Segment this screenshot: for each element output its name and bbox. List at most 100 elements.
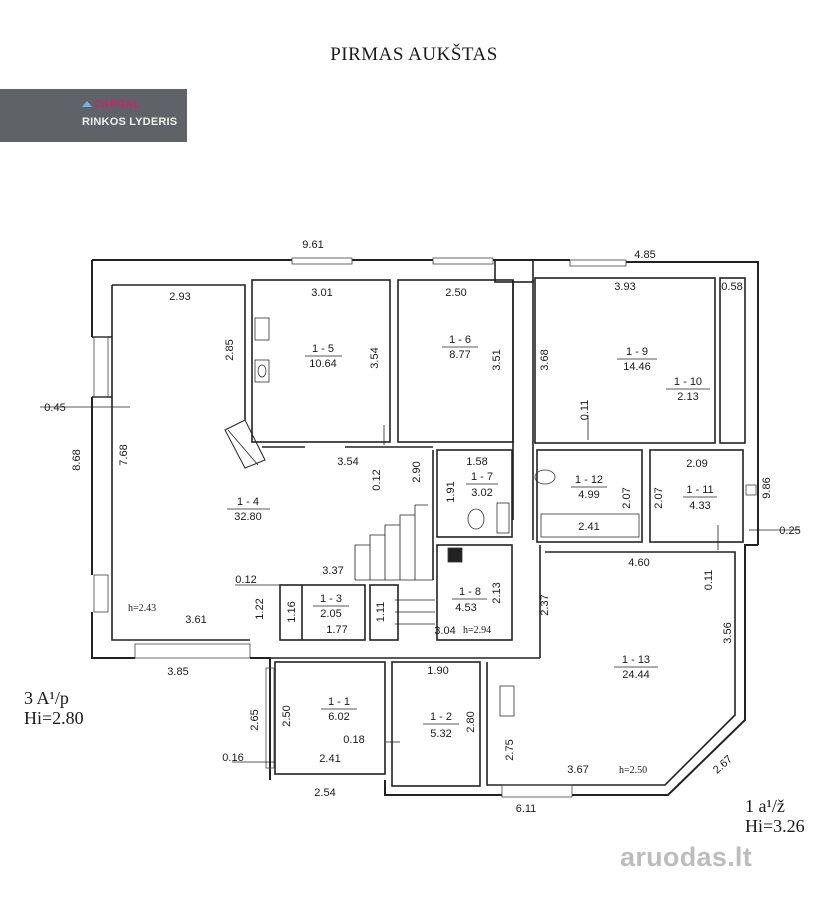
agency-logo: CAPITAL RINKOS LYDERIS — [0, 89, 187, 142]
dim-2-85: 2.85 — [224, 339, 236, 360]
room-1-5-area: 10.64 — [309, 358, 337, 370]
room-1-3-area: 2.05 — [320, 608, 341, 620]
room-1-11-id: 1 - 11 — [686, 484, 713, 496]
room-1-8-area: 4.53 — [455, 602, 476, 614]
dim-3-56: 3.56 — [722, 622, 734, 643]
staircase — [354, 504, 435, 625]
logo-brand: CAPITAL — [82, 99, 140, 110]
site-watermark: aruodas.lt — [620, 842, 753, 872]
dim-3-37: 3.37 — [322, 565, 343, 577]
dim-9-61: 9.61 — [302, 239, 323, 251]
room-1-3-id: 1 - 3 — [320, 593, 342, 605]
room-1-8-id: 1 - 8 — [459, 586, 481, 598]
dim-1-58: 1.58 — [466, 456, 487, 468]
room-1-9-area: 14.46 — [623, 361, 651, 373]
dim-2-07-b: 2.07 — [653, 487, 665, 508]
room-1-9-id: 1 - 9 — [626, 346, 648, 358]
room-1-11-area: 4.33 — [689, 500, 710, 512]
dim-3-04: 3.04 — [434, 625, 455, 637]
dim-3-85: 3.85 — [167, 666, 188, 678]
dim-4-60: 4.60 — [628, 557, 649, 569]
dim-3-51: 3.51 — [491, 349, 503, 370]
dim-3-54-v: 3.54 — [369, 347, 381, 368]
ceiling-height-left: Hi=2.80 — [24, 708, 84, 728]
height-1-13: h=2.50 — [619, 765, 647, 776]
ceiling-heights: h=2.43 h=2.94 h=2.50 — [128, 603, 647, 776]
dim-6-11: 6.11 — [516, 803, 537, 815]
room-1-4-area: 32.80 — [234, 511, 262, 523]
room-1-10-area: 2.13 — [677, 391, 698, 403]
dim-2-50: 2.50 — [445, 287, 466, 299]
dim-3-93: 3.93 — [614, 281, 635, 293]
dim-3-01: 3.01 — [311, 287, 332, 299]
dim-2-37: 2.37 — [539, 594, 551, 615]
interior-walls — [92, 259, 746, 787]
room-1-7-area: 3.02 — [471, 487, 492, 499]
dim-4-85: 4.85 — [634, 249, 655, 261]
dim-1-22: 1.22 — [254, 598, 266, 619]
dim-2-75: 2.75 — [504, 739, 516, 760]
dim-0-12-b: 0.12 — [235, 574, 256, 586]
dim-1-77: 1.77 — [326, 624, 347, 636]
height-1-4: h=2.43 — [128, 603, 156, 614]
dim-2-93: 2.93 — [169, 291, 190, 303]
dim-7-68: 7.68 — [118, 444, 130, 465]
apartment-code: 3 A¹/p — [24, 688, 69, 708]
dim-2-67: 2.67 — [711, 753, 735, 776]
logo-tagline: RINKOS LYDERIS — [82, 116, 178, 128]
dim-2-90: 2.90 — [411, 461, 423, 482]
dim-0-11-a: 0.11 — [579, 400, 591, 421]
dim-0-12-a: 0.12 — [371, 469, 383, 490]
dim-3-54-h: 3.54 — [337, 456, 358, 468]
dim-2-41-a: 2.41 — [578, 521, 599, 533]
room-1-5-id: 1 - 5 — [312, 343, 334, 355]
room-1-12-area: 4.99 — [578, 489, 599, 501]
room-1-12-id: 1 - 12 — [575, 474, 603, 486]
dim-3-68: 3.68 — [539, 349, 551, 370]
dim-2-50-v: 2.50 — [281, 705, 293, 726]
fixtures — [254, 317, 640, 717]
dim-2-09: 2.09 — [686, 458, 707, 470]
room-labels: 1 - 5 10.64 1 - 6 8.77 1 - 9 14.46 1 - 1… — [234, 334, 713, 740]
page-title: PIRMAS AUKŠTAS — [330, 44, 498, 65]
dim-1-11: 1.11 — [375, 602, 387, 623]
dimension-labels: 9.61 4.85 2.93 3.01 2.50 3.93 0.58 2.85 … — [44, 239, 800, 815]
room-1-13-area: 24.44 — [622, 669, 650, 681]
area-underlines — [227, 346, 717, 725]
ceiling-height-right: Hi=3.26 — [745, 816, 805, 836]
room-1-1-area: 6.02 — [328, 711, 349, 723]
dim-0-16: 0.16 — [222, 752, 243, 764]
room-1-6-id: 1 - 6 — [449, 334, 471, 346]
room-1-13-id: 1 - 13 — [622, 654, 650, 666]
room-1-4-id: 1 - 4 — [237, 496, 259, 508]
dim-1-16: 1.16 — [286, 601, 298, 622]
dim-1-90: 1.90 — [427, 665, 448, 677]
floor-code: 1 a¹/ž — [745, 796, 785, 816]
dim-1-91: 1.91 — [445, 481, 457, 502]
dim-2-65: 2.65 — [249, 709, 261, 730]
room-1-10-id: 1 - 10 — [674, 376, 702, 388]
dim-2-80: 2.80 — [465, 711, 477, 732]
dim-0-18: 0.18 — [343, 734, 364, 746]
room-1-2-id: 1 - 2 — [430, 711, 452, 723]
level-info-left: 3 A¹/p Hi=2.80 — [24, 688, 84, 728]
height-1-8: h=2.94 — [463, 625, 491, 636]
dim-8-68: 8.68 — [71, 449, 83, 470]
level-info-right: 1 a¹/ž Hi=3.26 — [745, 796, 805, 836]
room-1-1-id: 1 - 1 — [328, 696, 350, 708]
dimension-markers — [40, 406, 800, 763]
dim-3-67: 3.67 — [567, 764, 588, 776]
dim-9-86: 9.86 — [761, 477, 773, 498]
windows — [93, 257, 757, 798]
dim-0-58: 0.58 — [721, 281, 742, 293]
dim-2-07-a: 2.07 — [621, 487, 633, 508]
dim-2-41-b: 2.41 — [319, 753, 340, 765]
room-1-6-area: 8.77 — [449, 349, 470, 361]
dim-3-61: 3.61 — [185, 614, 206, 626]
room-1-7-id: 1 - 7 — [471, 471, 493, 483]
dim-2-54: 2.54 — [314, 787, 335, 799]
dim-0-45: 0.45 — [44, 402, 65, 414]
exterior-walls — [91, 259, 759, 796]
dim-0-25: 0.25 — [779, 525, 800, 537]
